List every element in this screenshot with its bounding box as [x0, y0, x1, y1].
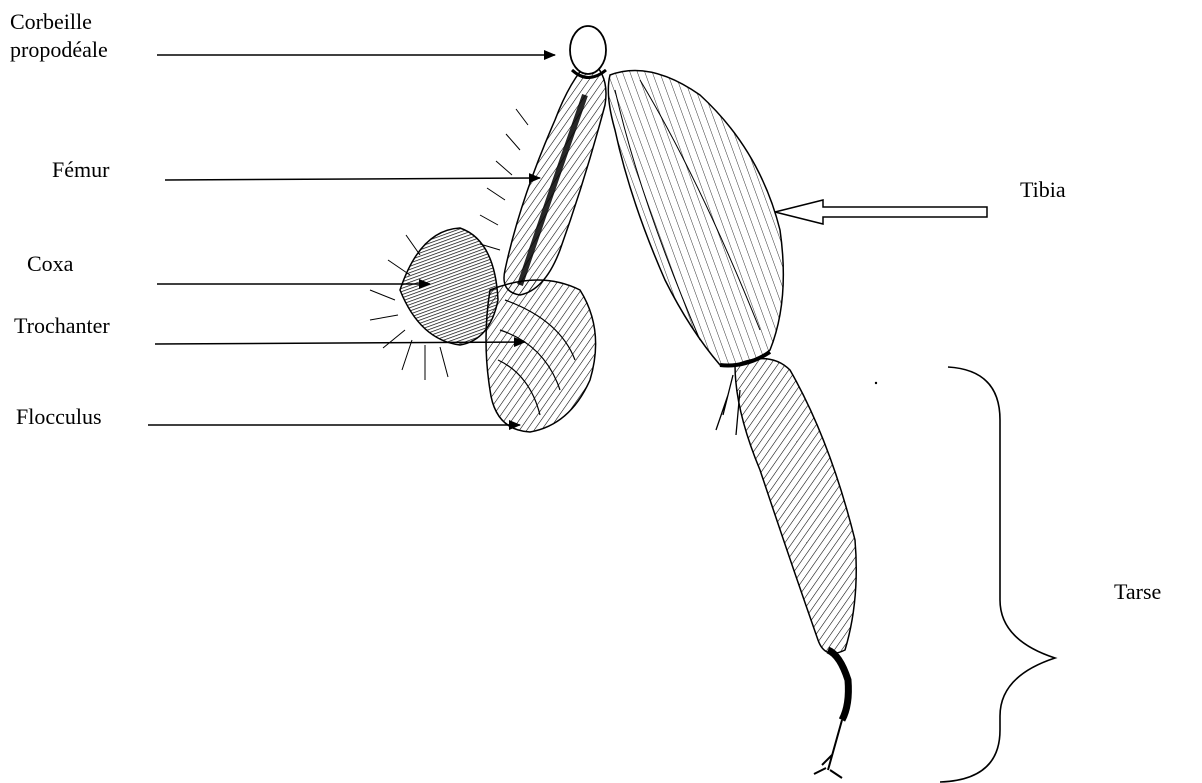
curly-brace-right-icon [940, 367, 1055, 782]
trochanter-segment [486, 280, 596, 432]
label-femur: Fémur [52, 156, 109, 184]
label-trochanter: Trochanter [14, 312, 110, 340]
hollow-arrow-left-icon [775, 200, 987, 224]
corbeille-propodeale [570, 26, 606, 78]
label-coxa: Coxa [27, 250, 73, 278]
stray-dot [875, 382, 877, 384]
label-tibia: Tibia [1020, 176, 1066, 204]
label-corbeille-propodeale: Corbeille propodéale [10, 8, 108, 64]
femur-pointer-line [165, 178, 540, 180]
coxa-segment [370, 228, 498, 380]
label-corbeille-line2: propodéale [10, 36, 108, 64]
label-flocculus: Flocculus [16, 403, 102, 431]
trochanter-pointer-line [155, 342, 525, 344]
label-tarse: Tarse [1114, 578, 1161, 606]
tibia-segment [608, 71, 783, 367]
tarse-segment [716, 359, 856, 778]
label-corbeille-line1: Corbeille [10, 8, 108, 36]
